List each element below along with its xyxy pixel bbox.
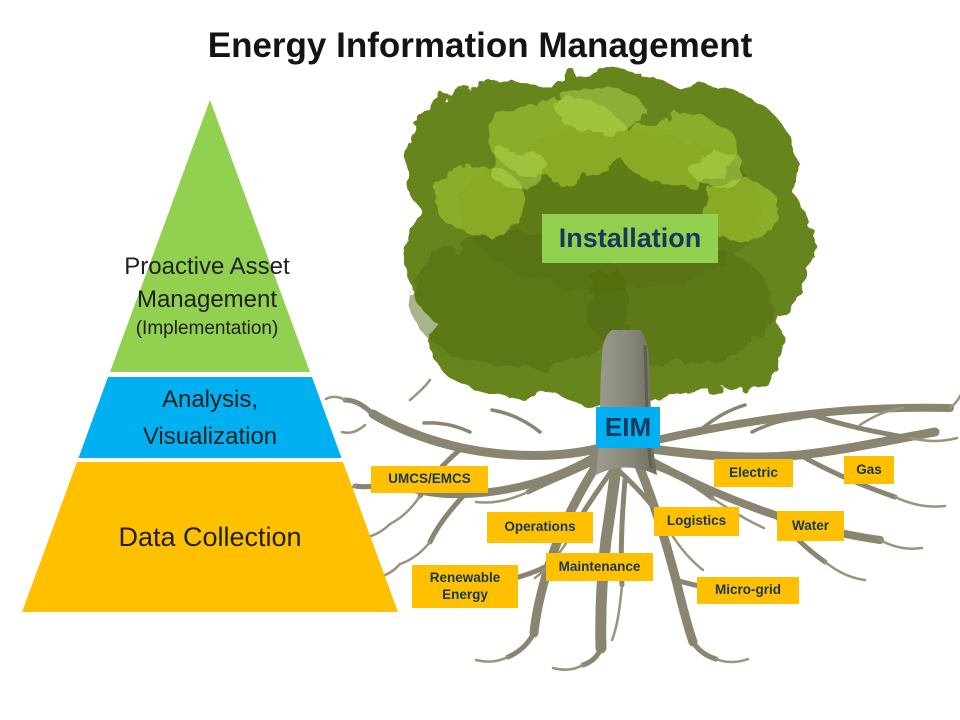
root-label-water: Water	[777, 511, 844, 541]
root-label-operations: Operations	[487, 512, 593, 543]
pyramid-level-proactive-shape	[110, 100, 310, 372]
pyramid-label-data-collection: Data Collection	[118, 522, 302, 552]
pyramid-label-proactive: Proactive Asset Management (Implementati…	[57, 250, 357, 341]
root-label-gas: Gas	[844, 456, 894, 484]
pyramid-label-proactive-line2: Management	[136, 286, 278, 313]
pyramid-label-analysis: Analysis, Visualization	[60, 381, 360, 455]
installation-label: Installation	[542, 214, 718, 263]
eim-label: EIM	[596, 407, 660, 448]
pyramid-label-analysis-line2: Visualization	[142, 423, 278, 450]
pyramid-level-data-shape	[22, 462, 398, 612]
root-label-maintenance: Maintenance	[546, 553, 653, 581]
pyramid-label-proactive-line3: (Implementation)	[135, 318, 279, 339]
root-label-logistics: Logistics	[654, 507, 739, 536]
trunk-illustration	[596, 330, 657, 475]
root-label-electric: Electric	[714, 459, 793, 487]
pyramid-label-proactive-line1: Proactive Asset	[124, 253, 290, 280]
root-label-umcs-emcs: UMCS/EMCS	[371, 466, 488, 493]
pyramid-level-analysis-shape	[78, 377, 342, 458]
root-label-micro-grid: Micro-grid	[697, 577, 799, 604]
pyramid-label-analysis-line1: Analysis,	[161, 386, 259, 413]
slide-title: Energy Information Management	[207, 26, 753, 65]
root-label-renewable-energy: Renewable Energy	[412, 565, 518, 608]
pyramid-illustration	[22, 100, 398, 612]
